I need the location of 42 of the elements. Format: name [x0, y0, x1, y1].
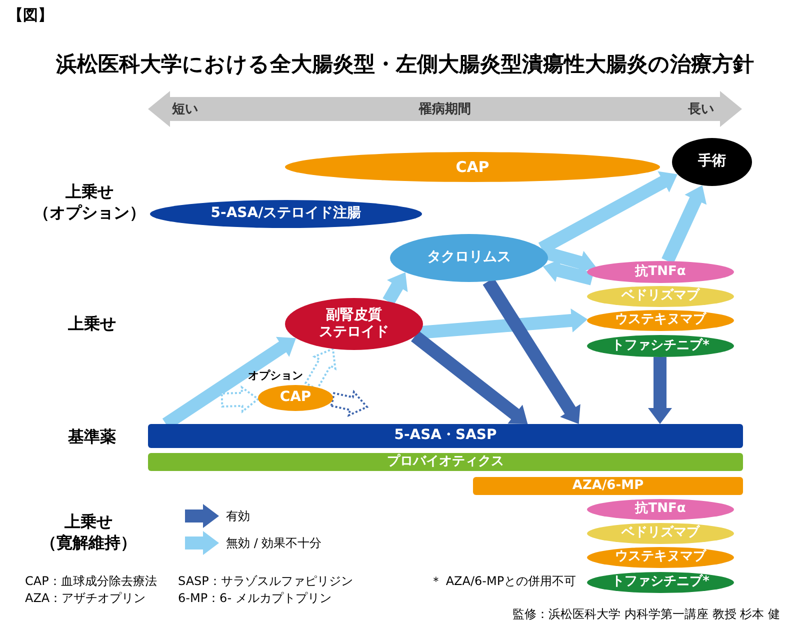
ellipse-node: ウステキヌマブ [587, 310, 734, 331]
abbreviation-note: 6-MP：6- メルカプトプリン [178, 590, 332, 607]
ellipse-node: ベドリズマブ [587, 286, 734, 307]
legend-text: 無効 / 効果不十分 [226, 535, 322, 552]
timeline-label: 短い [172, 101, 198, 118]
row-label: 上乗せ [68, 314, 116, 335]
bar-node: AZA/6-MP [473, 477, 743, 495]
node-caption: オプション [248, 368, 303, 383]
ellipse-node: CAP [258, 385, 333, 411]
arrow [382, 272, 408, 305]
row-label: 上乗せ（オプション） [32, 182, 147, 224]
diagram-title: 浜松医科大学における全大腸炎型・左側大腸炎型潰瘍性大腸炎の治療方針 [54, 51, 755, 78]
ellipse-node: 抗TNFα [587, 261, 734, 283]
footnote: ＊ AZA/6-MPとの併用不可 [430, 573, 576, 590]
ellipse-node: タクロリムス [390, 234, 548, 282]
abbreviation-note: CAP：血球成分除去療法 [25, 573, 157, 590]
abbreviation-note: AZA：アザチオプリン [25, 590, 146, 607]
ellipse-node: ウステキヌマブ [587, 547, 734, 568]
figure-label: 【図】 [8, 6, 53, 25]
arrow [538, 171, 678, 254]
abbreviation-note: SASP：サラゾスルファピリジン [178, 573, 353, 590]
bar-node: プロバイオティクス [148, 453, 743, 471]
ellipse-node: トファシチニブ* [587, 572, 734, 593]
row-label: 上乗せ（寛解維持） [39, 512, 138, 554]
legend-text: 有効 [226, 508, 250, 525]
ellipse-node: 副腎皮質ステロイド [285, 298, 423, 350]
arrow [220, 385, 260, 414]
ellipse-node: ベドリズマブ [587, 523, 734, 544]
credit-text: 監修：浜松医科大学 内科学第一講座 教授 杉本 健 [512, 606, 780, 623]
arrow [330, 390, 369, 418]
row-label: 基準薬 [68, 427, 116, 448]
arrow [648, 357, 672, 424]
bar-node: 5-ASA・SASP [148, 424, 743, 448]
arrow [411, 331, 528, 424]
timeline-label: 長い [688, 101, 714, 118]
ellipse-node: 5-ASA/ステロイド注腸 [150, 200, 422, 228]
ellipse-node: CAP [285, 152, 660, 182]
ellipse-node: トファシチニブ* [587, 335, 734, 357]
arrow [662, 185, 707, 264]
ellipse-node: 抗TNFα [587, 499, 734, 520]
timeline-label: 罹病期間 [418, 100, 472, 118]
ellipse-node: 手術 [672, 138, 752, 186]
